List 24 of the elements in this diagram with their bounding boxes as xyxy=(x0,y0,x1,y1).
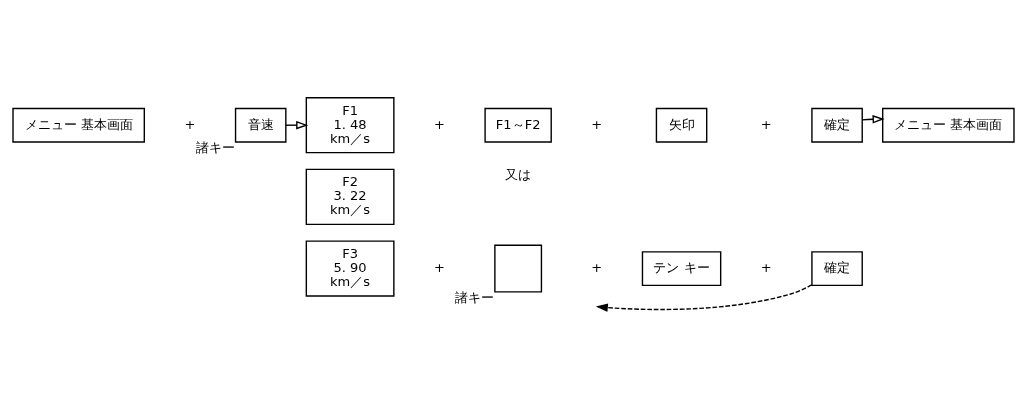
node-box: 確定 xyxy=(811,251,863,287)
label: + xyxy=(591,116,603,132)
node-box: 確定 xyxy=(811,107,863,143)
node-label: 諸キー xyxy=(196,140,236,156)
label: + xyxy=(591,260,603,276)
node-box: F3 5. 90 km／s xyxy=(305,240,395,297)
node-box: 矢印 xyxy=(655,107,708,143)
node-box: F1～F2 xyxy=(484,107,552,143)
node-box: テン キー xyxy=(641,251,722,287)
label: + xyxy=(760,116,772,132)
label: + xyxy=(434,260,445,276)
node-box: メニュー 基本画面 xyxy=(882,107,1015,143)
label: + xyxy=(760,260,772,276)
arrow xyxy=(285,120,309,130)
arrow xyxy=(595,284,813,312)
label: 又は xyxy=(505,166,532,182)
node-box: 音速 xyxy=(234,107,287,143)
node-box: メニュー 基本画面 xyxy=(12,107,145,143)
node-box xyxy=(494,244,543,293)
label: + xyxy=(184,116,196,132)
node-label: 諸キー xyxy=(455,290,495,306)
node-box: F1 1. 48 km／s xyxy=(305,97,395,154)
label: + xyxy=(434,116,445,132)
node-box: F2 3. 22 km／s xyxy=(305,168,395,226)
